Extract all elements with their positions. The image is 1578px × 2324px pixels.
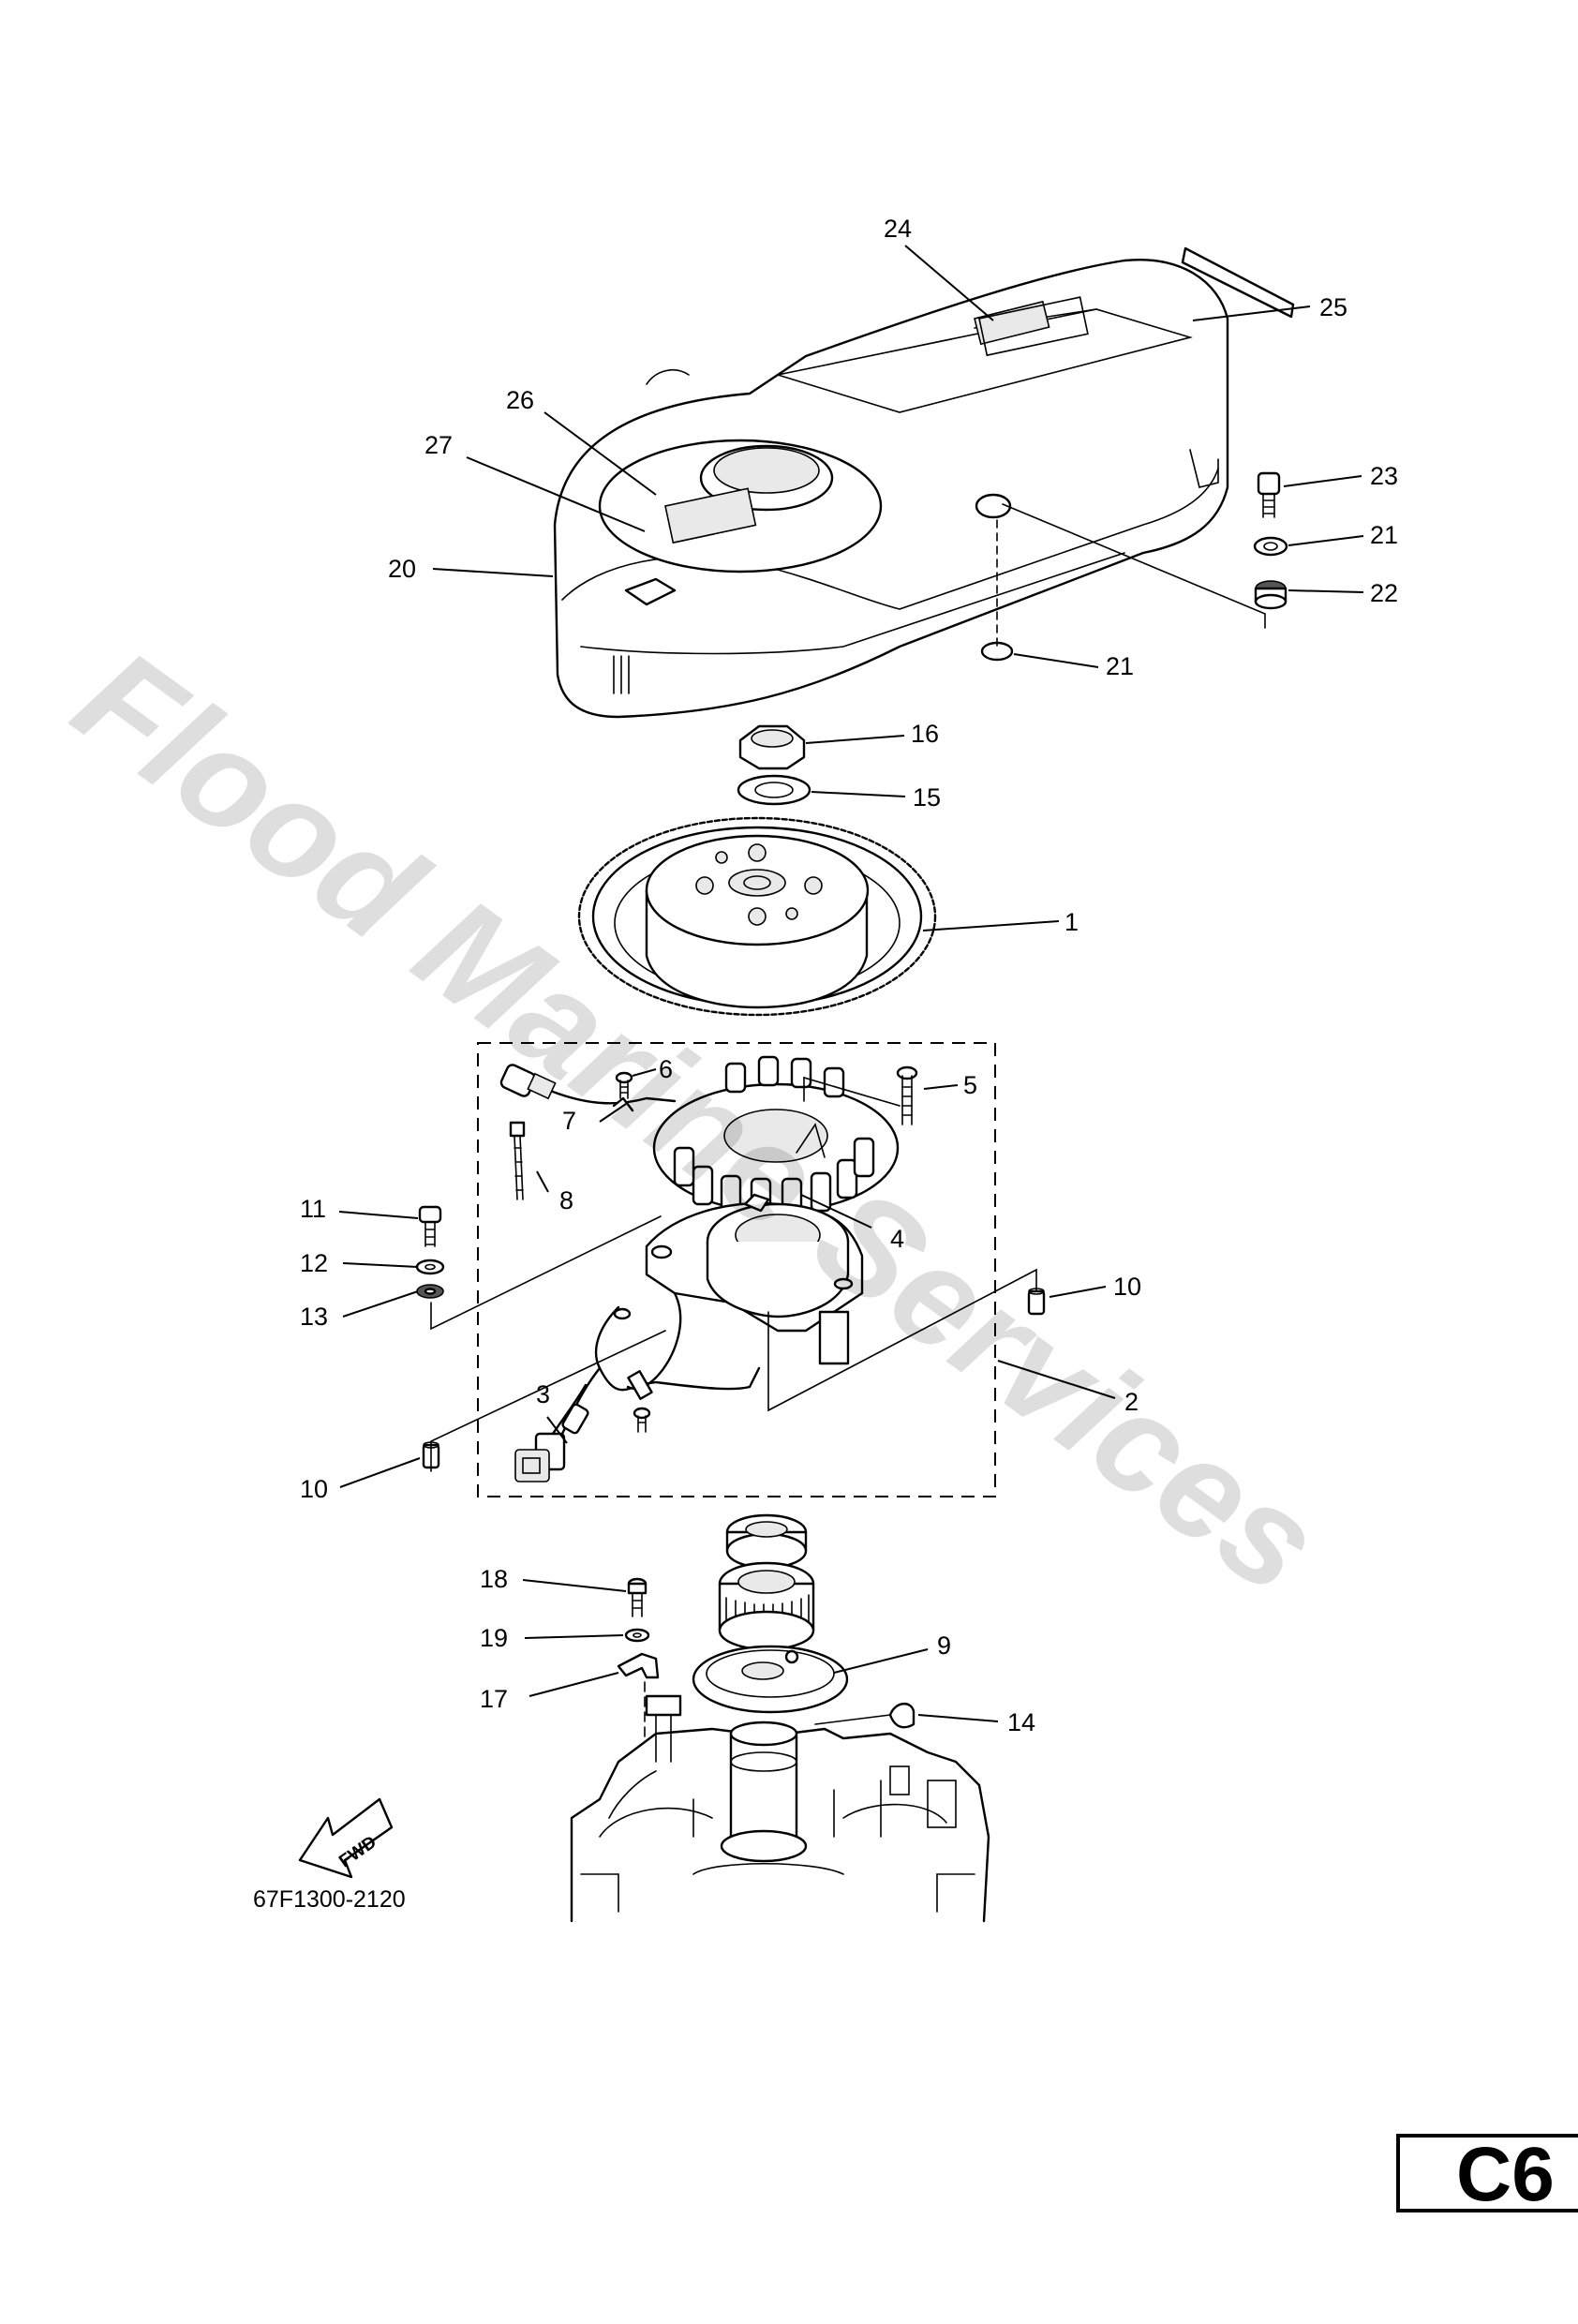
page-badge: C6 [1396, 2134, 1578, 2212]
callout-21-top: 21 [1370, 521, 1398, 549]
callout-25: 25 [1319, 293, 1347, 321]
callout-1: 1 [1064, 908, 1079, 936]
bolt-11 [418, 1205, 442, 1247]
bolt-23 [1257, 471, 1281, 518]
decal-26 [664, 487, 757, 544]
callout-17: 17 [480, 1685, 508, 1713]
callout-labels: 24 25 23 21 22 21 26 27 20 16 15 1 6 5 7… [300, 215, 1398, 1736]
decal-24 [978, 296, 1089, 357]
callout-14: 14 [1007, 1708, 1035, 1736]
washer-19 [624, 1628, 650, 1643]
callout-11: 11 [300, 1195, 326, 1223]
stator-coil [652, 1055, 900, 1218]
stator-lead-cable [499, 1064, 677, 1112]
pulser-coil-harness [514, 1291, 761, 1482]
washer-12 [415, 1259, 445, 1275]
washer-21-bottom [980, 519, 1014, 662]
decal-25 [1181, 246, 1295, 319]
nut-16 [738, 724, 806, 770]
stator-base-plate [645, 1193, 864, 1365]
flywheel-cover [553, 259, 1229, 719]
callout-6: 6 [659, 1055, 673, 1083]
drive-gear [718, 1561, 815, 1651]
collar-nut [725, 1513, 808, 1570]
callout-15: 15 [913, 783, 941, 812]
callout-19: 19 [480, 1624, 508, 1652]
callout-3: 3 [536, 1380, 550, 1408]
washer-15 [737, 774, 811, 806]
woodruff-key-14 [888, 1703, 916, 1729]
callout-9: 9 [937, 1631, 951, 1660]
figure-code: 67F1300-2120 [253, 1886, 406, 1913]
callout-22: 22 [1370, 579, 1398, 607]
callout-7: 7 [562, 1107, 576, 1135]
cable-tie-8 [509, 1121, 526, 1200]
crankcase [570, 1694, 990, 1923]
flywheel-rotor [577, 816, 937, 1017]
watermark-text: Flood Marine Services [48, 618, 1347, 1623]
callout-8: 8 [559, 1186, 573, 1214]
callout-16: 16 [911, 720, 939, 748]
callout-13: 13 [300, 1303, 328, 1331]
washer-21-top [1253, 536, 1288, 557]
callout-20: 20 [388, 555, 416, 583]
callout-10-right: 10 [1113, 1273, 1141, 1301]
screw-5 [896, 1065, 918, 1125]
callout-26: 26 [506, 386, 534, 414]
plate-9 [692, 1645, 849, 1714]
page-badge-label: C6 [1456, 2134, 1555, 2212]
bolt-18 [627, 1577, 648, 1617]
callout-5: 5 [963, 1071, 977, 1099]
screw-6 [615, 1071, 633, 1099]
grommet-22 [1254, 580, 1288, 610]
callout-10-left: 10 [300, 1475, 328, 1503]
callout-27: 27 [424, 431, 453, 459]
harness-screw [633, 1407, 651, 1433]
callout-12: 12 [300, 1249, 328, 1277]
callout-2: 2 [1124, 1388, 1139, 1416]
callout-24: 24 [884, 215, 912, 243]
callout-21-bottom: 21 [1106, 652, 1134, 680]
callout-23: 23 [1370, 462, 1398, 490]
washer-13 [416, 1284, 444, 1299]
stator-assembly-box [477, 1042, 996, 1497]
callout-4: 4 [890, 1225, 904, 1253]
callout-18: 18 [480, 1565, 508, 1593]
leader-lines [338, 245, 1364, 1722]
fwd-arrow-icon: FWD [298, 1797, 394, 1879]
